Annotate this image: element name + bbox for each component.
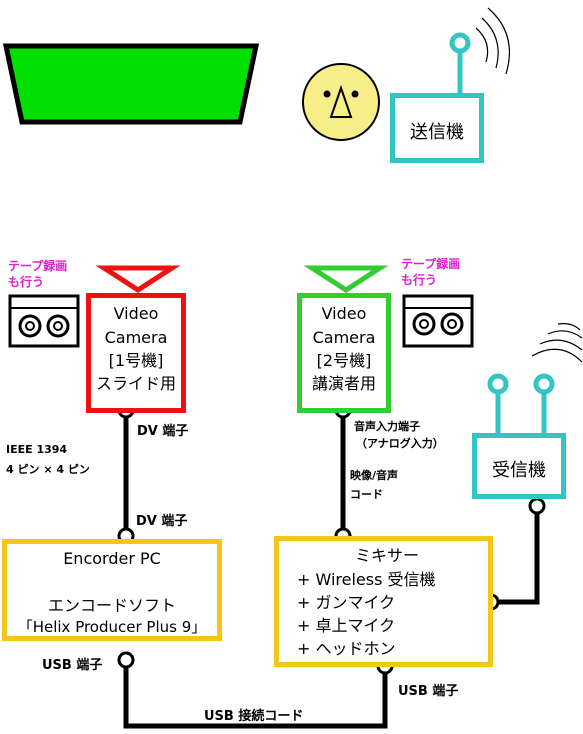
- usb-port-left-label: USB 端子: [42, 658, 103, 673]
- tape-note-left: テープ録画 も行う: [8, 259, 68, 289]
- camera2-box: Video Camera [2号機] 講演者用: [297, 293, 391, 413]
- dv-port-bottom-label: DV 端子: [136, 514, 188, 529]
- transmitter-label: 送信機: [410, 122, 464, 143]
- encoder-pc-box: Encorder PC エンコードソフト 「Helix Producer Plu…: [2, 539, 222, 641]
- mixer-item: + Wireless 受信機: [297, 570, 436, 589]
- camera1-line3: [1号機]: [108, 351, 164, 370]
- usb-cord-label: USB 接続コード: [204, 709, 304, 724]
- wires: [123, 410, 540, 729]
- camera2-line3: [2号機]: [316, 351, 372, 370]
- camera1-box: Video Camera [1号機] スライド用: [86, 293, 186, 413]
- ieee-label-line1: IEEE 1394: [6, 443, 68, 456]
- presenter-face-icon: [302, 63, 380, 141]
- mixer-title: ミキサー: [355, 546, 420, 565]
- camera1-line1: Video: [113, 304, 159, 323]
- av-cord-label-line1: 映像/音声: [350, 469, 399, 482]
- mixer-item: + 卓上マイク: [297, 616, 396, 635]
- mixer-item: + ガンマイク: [297, 593, 396, 612]
- camera1-line2: Camera: [104, 328, 168, 347]
- camera2-line2: Camera: [312, 328, 376, 347]
- tape-deck-right-icon: [402, 294, 474, 348]
- tape-note-right: テープ録画 も行う: [401, 257, 461, 287]
- receiver-label: 受信機: [492, 460, 546, 481]
- tape-deck-left-icon: [8, 294, 80, 348]
- ieee-label-line2: 4 ピン × 4 ピン: [6, 463, 90, 476]
- transmitter-antenna-icon: [449, 7, 510, 94]
- encoder-pc-title: Encorder PC: [63, 549, 161, 568]
- audio-in-label-line1: 音声入力端子: [354, 420, 420, 433]
- encoder-software-label: エンコードソフト: [47, 596, 176, 615]
- camera2-line4: 講演者用: [311, 374, 376, 393]
- transmitter-box: 送信機: [390, 93, 484, 163]
- mixer-item: + ヘッドホン: [297, 639, 396, 658]
- camera2-line1: Video: [321, 304, 367, 323]
- projection-screen: [2, 43, 260, 125]
- camera1-lens-icon: [95, 265, 181, 293]
- audio-in-label-line2: （アナログ入力）: [356, 437, 444, 450]
- mixer-box: ミキサー + Wireless 受信機 + ガンマイク + 卓上マイク + ヘッ…: [274, 536, 493, 667]
- camera2-lens-icon: [303, 265, 389, 293]
- receiver-box: 受信機: [472, 433, 566, 499]
- camera1-line4: スライド用: [95, 374, 176, 393]
- dv-port-top-label: DV 端子: [137, 424, 189, 439]
- receiver-antenna-icon: [487, 323, 583, 434]
- encoder-software-name: 「Helix Producer Plus 9」: [17, 618, 207, 636]
- av-cord-label-line2: コード: [350, 488, 383, 501]
- usb-port-right-label: USB 端子: [398, 684, 459, 699]
